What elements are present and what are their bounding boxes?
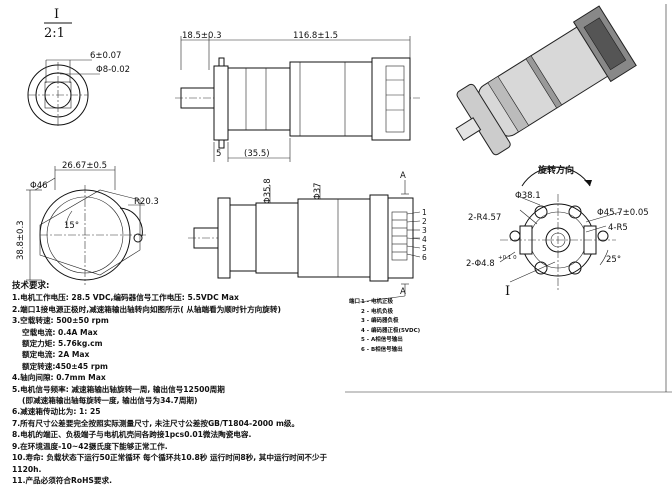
pin-4: 4 [422, 235, 427, 244]
dim-flat: 6±0.07 [90, 51, 121, 61]
dim-mid: (35.5) [244, 149, 270, 159]
dim-length: 116.8±1.5 [293, 31, 338, 41]
note-line: 2.端口1接电源正极时,减速箱输出轴转向如图所示( 从轴端看为顺时针方向旋转) [12, 304, 281, 314]
dim-d457: Φ45.7±0.05 [597, 208, 649, 218]
note-line: 8.电机的端正、负极端子与电机机壳间各跨接1pcs0.01微法陶瓷电容. [12, 430, 252, 440]
note-line: 3.空载转速: 500±50 rpm [12, 316, 109, 326]
view-i-leader [509, 261, 556, 283]
dim-ang25: 25° [606, 255, 621, 265]
note-line: 额定转速:450±45 rpm [22, 361, 108, 371]
note-line: 6.减速箱传动比为: 1: 25 [12, 407, 101, 417]
rotation-arrowhead [584, 180, 592, 186]
dim-h38: 38.8±0.3 [16, 220, 26, 260]
dim-overhang: 18.5±0.3 [182, 31, 222, 41]
wiring-legend: 端口 1 - 电机正极 2 - 电机负极 3 - 编码器负极 4 - 编码器正极… [349, 298, 481, 356]
note-line: 额定电流: 2A Max [22, 350, 90, 360]
dim-ang15: 15° [64, 221, 79, 231]
dim-five: 5 [216, 149, 221, 159]
wiring-item: 5 - A相信号输出 [361, 337, 403, 344]
wiring-item: 3 - 编码器负极 [361, 318, 399, 325]
pin-5: 5 [422, 244, 427, 253]
dim-d358: Φ35.8 [263, 178, 273, 204]
scale-label-i: I [54, 7, 59, 22]
dim-width: 26.67±0.5 [62, 161, 107, 171]
note-line: 1.电机工作电压: 28.5 VDC,编码器信号工作电压: 5.5VDC Max [12, 293, 239, 303]
rotation-arrow [521, 166, 591, 187]
rotation-title: 旋转方向 [537, 164, 574, 176]
dim-r20: R20.3 [134, 197, 159, 207]
motor-end-view [26, 166, 148, 285]
dim-d37: Φ37 [313, 182, 323, 200]
pin-6: 6 [422, 253, 427, 262]
note-line: 4.轴向间隙: 0.7mm Max [12, 373, 106, 383]
wiring-label: 端口 [349, 299, 361, 305]
technical-notes: 技术要求: 1.电机工作电压: 28.5 VDC,编码器信号工作电压: 5.5V… [12, 281, 342, 486]
note-line: 7.所有尺寸公差要完全按照实际测量尺寸, 未注尺寸公差按GB/T1804-200… [12, 418, 300, 428]
wiring-item: 2 - 电机负极 [361, 308, 393, 315]
section-a-bottom: A [400, 287, 406, 297]
wiring-item: 4 - 编码器正极(5VDC) [361, 327, 421, 334]
note-line: 额定力矩: 5.76kg.cm [22, 339, 103, 349]
dim-hole-tol: +0.1 0 [498, 255, 517, 261]
note-line: 空载电流: 0.4A Max [22, 327, 98, 337]
wiring-item: 6 - B相信号输出 [361, 346, 403, 353]
dim-r5: 4-R5 [608, 223, 628, 233]
motor-front-face [499, 194, 621, 290]
shaft-detail-view [27, 59, 100, 128]
note-line: (即减速箱输出轴每旋转一度, 输出信号为34.7周期) [22, 396, 198, 406]
pin-3: 3 [422, 226, 427, 235]
note-line: 10.寿命: 负载状态下运行50正常循环 每个循环共10.8秒 运行时间8秒, … [12, 453, 328, 474]
dim-d381: Φ38.1 [515, 191, 541, 201]
view-i-label: I [505, 284, 510, 299]
note-line: 9.在环境温度-10~42摄氏度下能够正常工作. [12, 441, 168, 451]
dim-r457: 2-R4.57 [468, 213, 501, 223]
dim-hole: 2-Φ4.8 [466, 259, 495, 269]
dim-d46: Φ46 [30, 181, 48, 191]
section-a-top: A [400, 171, 406, 181]
wiring-item: 1 - 电机正极 [361, 299, 393, 305]
motor-side-view-2 [188, 180, 421, 303]
note-line: 11.产品必须符合RoHS要求. [12, 475, 112, 485]
motor-side-view [175, 36, 420, 162]
pin-2: 2 [422, 217, 427, 226]
dim-shaft: Φ8-0.02 [96, 65, 130, 75]
note-line: 5.电机信号频率: 减速箱输出轴旋转一周, 输出信号12500周期 [12, 384, 225, 394]
scale-label-ratio: 2:1 [44, 26, 65, 41]
pin-1: 1 [422, 208, 427, 217]
motor-isometric-render [455, 5, 637, 156]
notes-title: 技术要求: [12, 281, 50, 291]
